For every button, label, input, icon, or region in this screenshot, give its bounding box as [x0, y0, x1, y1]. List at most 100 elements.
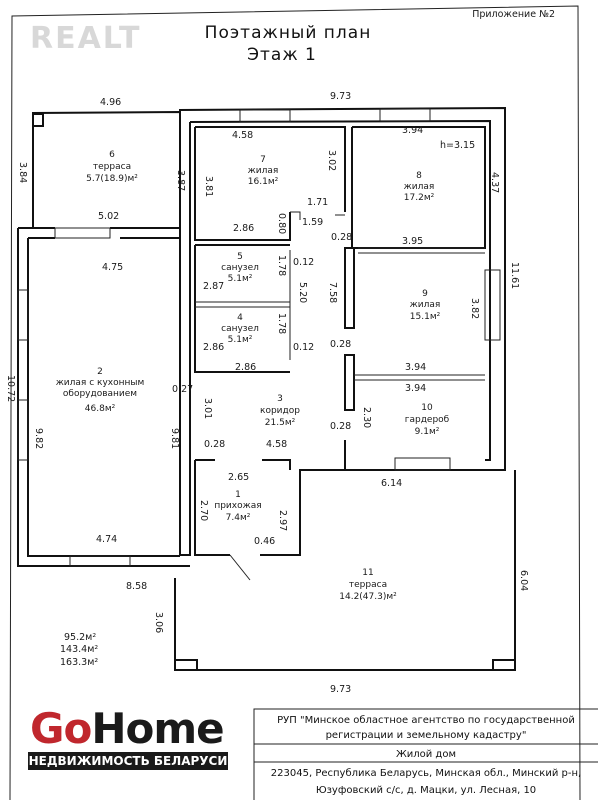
plan-title: Поэтажный план [205, 23, 372, 43]
dim-label: 2.65 [228, 472, 249, 483]
object-name: Жилой дом [396, 749, 456, 760]
dim-label: 9.82 [33, 428, 44, 449]
svg-text:прихожая: прихожая [214, 501, 261, 511]
dim-label: 6.14 [381, 478, 402, 489]
svg-text:5.7(18.9)м²: 5.7(18.9)м² [86, 174, 138, 184]
dim-label: 3.94 [405, 383, 426, 394]
svg-text:9.1м²: 9.1м² [415, 427, 440, 437]
dim-label: 0.28 [330, 421, 351, 432]
dim-label: 1.78 [276, 313, 287, 334]
sheet-frame [9, 5, 581, 800]
logo-tagline: НЕДВИЖИМОСТЬ БЕЛАРУСИ [29, 754, 228, 768]
org-line-2: регистрации и земельному кадастру" [326, 730, 527, 741]
dim-label: 3.94 [405, 362, 426, 373]
svg-text:жилая: жилая [404, 182, 435, 192]
dim-label: 0.80 [276, 213, 287, 234]
dim-label: 3.87 [175, 170, 186, 191]
dim-label: 0.12 [293, 342, 314, 353]
dim-label: 3.94 [402, 125, 423, 136]
address-line-2: Юзуфовский с/с, д. Мацки, ул. Лесная, 10 [316, 785, 536, 796]
dim-label: 1.59 [302, 217, 323, 228]
total-area-living: 95.2м² [64, 632, 96, 643]
svg-text:1: 1 [235, 490, 241, 500]
title-block: РУП "Минское областное агентство по госу… [253, 708, 598, 800]
dim-label: 9.81 [169, 428, 180, 449]
ceiling-height-label: h=3.15 [440, 140, 475, 151]
dim-label: 3.95 [402, 236, 423, 247]
dim-label: 0.28 [204, 439, 225, 450]
address-line-1: 223045, Республика Беларусь, Минская обл… [271, 768, 581, 779]
dim-label: 2.70 [198, 500, 209, 521]
floor-title: Этаж 1 [247, 45, 317, 65]
dim-label: 0.46 [254, 536, 275, 547]
org-line-1: РУП "Минское областное агентство по госу… [277, 715, 575, 726]
dim-label: 5.20 [297, 282, 308, 303]
dim-label: 2.86 [235, 362, 256, 373]
dim-label: 2.86 [233, 223, 254, 234]
appendix-label: Приложение №2 [472, 9, 555, 20]
svg-text:5: 5 [237, 252, 243, 262]
svg-text:санузел: санузел [221, 324, 259, 334]
walls [17, 106, 516, 671]
dim-label: 8.58 [126, 581, 147, 592]
dim-label: 1.71 [307, 197, 328, 208]
svg-text:14.2(47.3)м²: 14.2(47.3)м² [339, 592, 397, 602]
room-6-label: 6 терраса 5.7(18.9)м² [86, 150, 138, 184]
svg-text:7: 7 [260, 155, 266, 165]
svg-text:11: 11 [362, 568, 373, 578]
dim-label: 3.06 [153, 612, 164, 633]
dim-label: 4.58 [266, 439, 287, 450]
dim-label: 3.82 [469, 298, 480, 319]
dim-label: 2.87 [203, 281, 224, 292]
svg-text:санузел: санузел [221, 263, 259, 273]
dim-label: 3.81 [203, 176, 214, 197]
dim-label: 10.72 [5, 375, 16, 402]
svg-text:9: 9 [422, 289, 428, 299]
area-totals: 95.2м² 143.4м² 163.3м² [60, 632, 98, 668]
dim-label: 0.28 [331, 232, 352, 243]
dim-label: 11.61 [509, 262, 520, 289]
svg-text:коридор: коридор [260, 406, 300, 416]
dim-label: 1.78 [276, 255, 287, 276]
dim-label: 5.02 [98, 211, 119, 222]
svg-text:терраса: терраса [93, 162, 131, 172]
dim-label: 9.73 [330, 91, 351, 102]
dim-label: 4.74 [96, 534, 117, 545]
svg-text:гардероб: гардероб [405, 415, 450, 425]
svg-text:оборудованием: оборудованием [63, 389, 137, 399]
svg-text:8: 8 [416, 171, 422, 181]
dim-label: 0.12 [293, 257, 314, 268]
dim-label: 2.30 [361, 407, 372, 428]
svg-text:терраса: терраса [349, 580, 387, 590]
dim-label: 4.58 [232, 130, 253, 141]
dim-label: 4.37 [489, 172, 500, 193]
dim-label: 4.96 [100, 97, 121, 108]
total-area-general: 143.4м² [60, 644, 98, 655]
svg-text:жилая: жилая [410, 300, 441, 310]
dim-label: 9.73 [330, 684, 351, 695]
svg-text:6: 6 [109, 150, 115, 160]
svg-text:жилая с кухонным: жилая с кухонным [56, 378, 145, 388]
svg-text:2: 2 [97, 367, 103, 377]
svg-text:4: 4 [237, 313, 243, 323]
svg-text:5.1м²: 5.1м² [228, 335, 253, 345]
dim-label: 3.02 [326, 150, 337, 171]
dim-label: 2.97 [277, 510, 288, 531]
dimension-labels: 4.96 9.73 4.58 3.94 h=3.15 3.87 3.84 3.8… [5, 91, 529, 695]
dim-label: 0.27 [172, 384, 193, 395]
svg-text:5.1м²: 5.1м² [228, 274, 253, 284]
dim-label: 4.75 [102, 262, 123, 273]
svg-text:21.5м²: 21.5м² [265, 418, 296, 428]
dim-label: 3.01 [202, 398, 213, 419]
realt-watermark: REALT [30, 21, 141, 56]
svg-text:10: 10 [421, 403, 433, 413]
dim-label: 0.28 [330, 339, 351, 350]
